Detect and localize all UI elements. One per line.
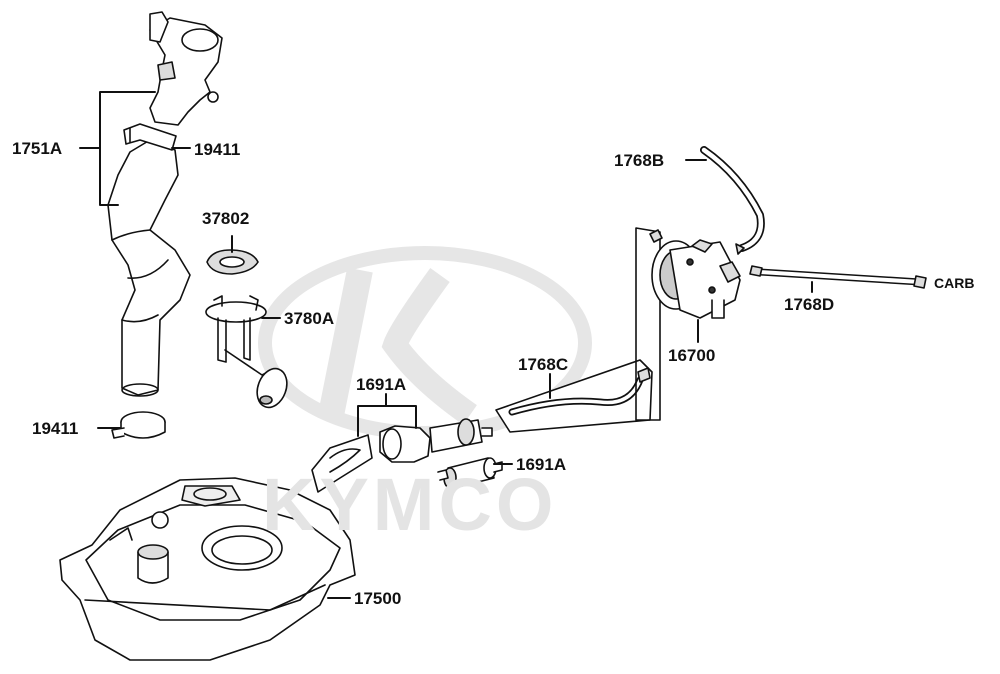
filler-pipe: [107, 11, 223, 397]
watermark-brand: KYMCO: [262, 463, 558, 546]
pump-mount-outline: [635, 227, 661, 421]
fuel-tank: [59, 477, 356, 661]
fuel-filter: [437, 457, 503, 489]
clamp-bottom: [111, 411, 166, 439]
label-fuel-filter[interactable]: 1691A: [516, 455, 567, 474]
label-fuel-tank[interactable]: 17500: [354, 589, 402, 608]
label-hose-d[interactable]: 1768D: [784, 295, 835, 314]
label-hose-b[interactable]: 1768B: [614, 151, 665, 170]
fuel-pump: [649, 229, 741, 319]
label-filler-pipe[interactable]: 1751A: [12, 139, 63, 158]
label-gasket[interactable]: 37802: [202, 209, 250, 228]
hose-upper: [700, 146, 765, 255]
label-clamp-bottom[interactable]: 19411: [32, 419, 79, 438]
label-fuel-filter-group[interactable]: 1691A: [356, 375, 407, 394]
label-hose-c[interactable]: 1768C: [518, 355, 569, 374]
gasket-ring: [206, 249, 259, 275]
label-fuel-pump[interactable]: 16700: [668, 346, 716, 365]
vacuum-hose: [495, 359, 653, 433]
leader-lines: [79, 91, 813, 599]
hose-carb: [749, 265, 927, 289]
label-fuel-unit[interactable]: 3780A: [284, 309, 335, 328]
label-clamp-top[interactable]: 19411: [194, 140, 241, 159]
fuel-filter-group: [311, 418, 493, 493]
clamp-top: [123, 123, 177, 151]
label-carb: CARB: [934, 275, 975, 291]
fuel-level-unit: [205, 295, 288, 409]
